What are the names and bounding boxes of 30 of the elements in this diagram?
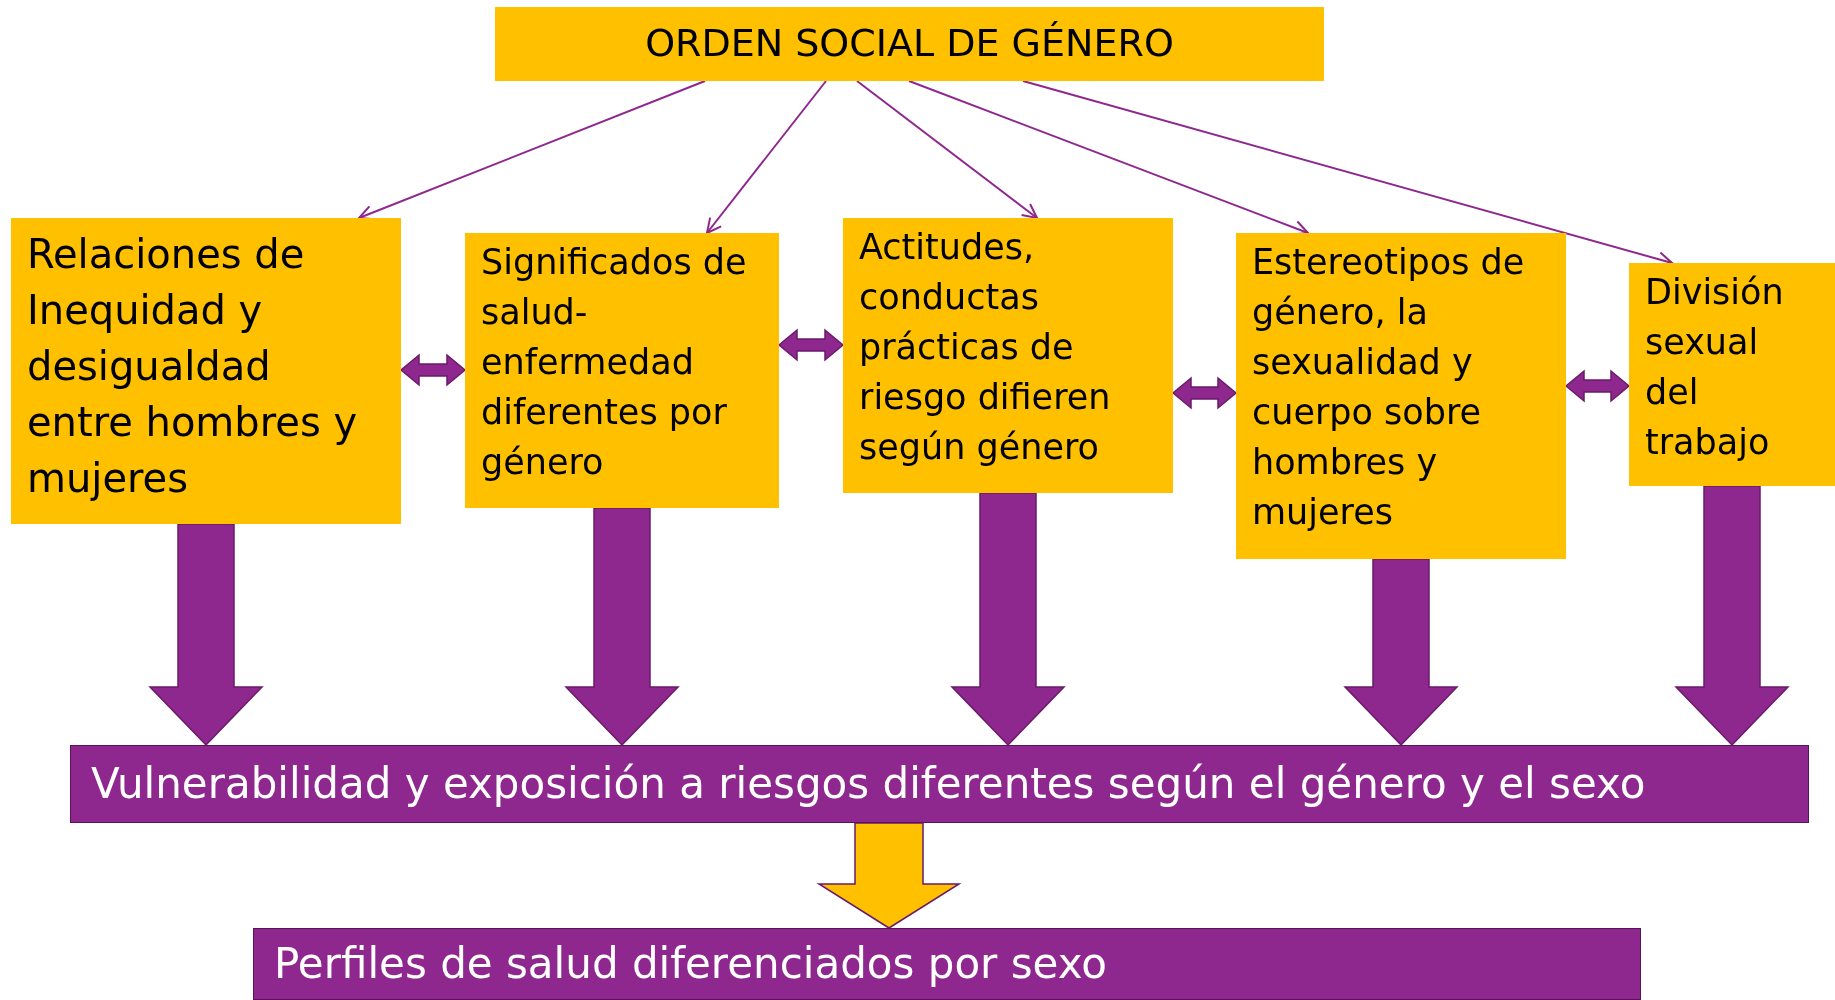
- box-text: Significados de salud-enfermedad diferentes por género: [481, 242, 747, 482]
- double-block-arrow: [1171, 376, 1238, 410]
- box-text: Perfiles de salud diferenciados por sexo: [274, 937, 1107, 990]
- block-arrow: [564, 507, 680, 747]
- block-arrow: [1674, 485, 1790, 747]
- arrow: [358, 80, 706, 221]
- concept-box: [1629, 263, 1835, 486]
- block-arrow: [1343, 558, 1459, 747]
- box-text: Estereotipos de género, la sexualidad y cuerpo sobre hombres y mujeres: [1252, 242, 1525, 532]
- box-text: ORDEN SOCIAL DE GÉNERO: [645, 20, 1174, 68]
- double-block-arrow: [777, 328, 845, 362]
- banner-box: [70, 745, 1809, 823]
- arrow: [908, 80, 1309, 236]
- concept-box: [843, 218, 1173, 493]
- double-block-arrow: [399, 353, 467, 387]
- box-text: Actitudes, conductas prácticas de riesgo difieren según género: [859, 227, 1111, 467]
- arrow: [856, 80, 1038, 219]
- block-arrow: [148, 523, 264, 747]
- title-box: [495, 7, 1324, 81]
- block-arrow: [816, 822, 962, 929]
- block-arrow: [950, 492, 1066, 747]
- concept-box: [465, 233, 779, 508]
- arrow: [706, 80, 827, 234]
- double-block-arrow: [1564, 369, 1631, 403]
- concept-box: [1236, 233, 1566, 559]
- box-text: División sexual del trabajo: [1645, 272, 1784, 462]
- box-text: Vulnerabilidad y exposición a riesgos diferentes según el género y el sexo: [91, 757, 1646, 810]
- box-text: Relaciones de Inequidad y desigualdad entre hombres y mujeres: [27, 231, 358, 501]
- concept-box: [11, 218, 401, 524]
- banner-box: [253, 928, 1641, 1000]
